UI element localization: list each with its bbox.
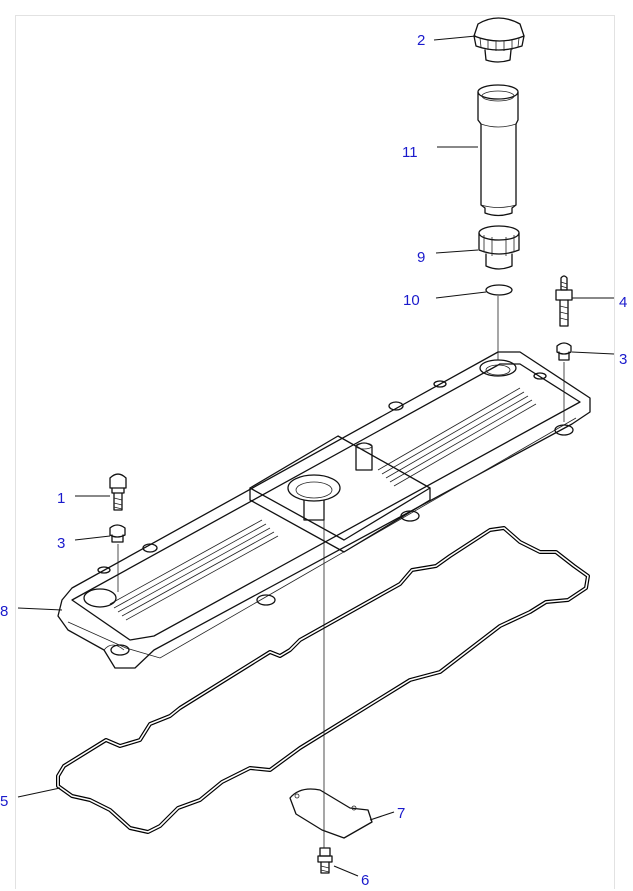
- plate-screw: [317, 847, 333, 874]
- callout-8: 8: [0, 603, 9, 620]
- assembly-centerlines: [117, 296, 565, 848]
- callout-10: 10: [403, 292, 420, 309]
- callout-leaders: [17, 35, 615, 877]
- callout-3-left: 3: [57, 535, 66, 552]
- callout-9: 9: [417, 249, 426, 266]
- filler-adaptor: [478, 225, 520, 270]
- o-ring: [485, 284, 513, 296]
- diagram-frame: [15, 15, 615, 889]
- callout-7: 7: [397, 805, 406, 822]
- cover-bolt: [109, 473, 127, 511]
- valve-cover: [57, 351, 591, 669]
- callout-1: 1: [57, 490, 66, 507]
- filler-cap: [473, 17, 525, 63]
- callout-2: 2: [417, 32, 426, 49]
- callout-3-right: 3: [619, 351, 628, 368]
- breather-plate: [289, 788, 373, 839]
- callout-4: 4: [619, 294, 628, 311]
- stud-bolt: [555, 275, 573, 327]
- grommet-left: [109, 524, 126, 543]
- callout-6: 6: [361, 872, 370, 889]
- filler-tube: [477, 84, 519, 217]
- cover-gasket: [56, 526, 590, 834]
- callout-5: 5: [0, 793, 9, 810]
- callout-11: 11: [402, 144, 418, 161]
- grommet-right: [556, 342, 572, 361]
